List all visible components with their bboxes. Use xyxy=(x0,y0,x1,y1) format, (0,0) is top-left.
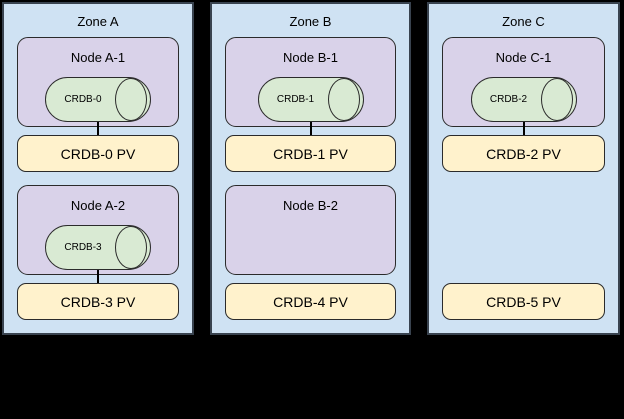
zone-b-title: Zone B xyxy=(289,14,332,29)
crdb-2-pv-box: CRDB-2 PV xyxy=(442,135,605,172)
cylinder-end-ellipse xyxy=(115,78,147,121)
cylinder-end-ellipse xyxy=(327,78,360,121)
pod-pv-connector xyxy=(97,270,99,284)
crdb-2-pod-label: CRDB-2 xyxy=(489,94,528,105)
cylinder-end-ellipse xyxy=(540,78,573,121)
zone-b-container: Zone B Node B-1 CRDB-1 CRDB-1 PV Node B-… xyxy=(210,2,411,335)
zone-c-container: Zone C Node C-1 CRDB-2 CRDB-2 PV CRDB-5 … xyxy=(427,2,620,335)
pod-pv-connector xyxy=(522,122,525,136)
pod-pv-connector xyxy=(97,122,99,136)
node-b2-title: Node B-2 xyxy=(283,198,338,213)
crdb-5-pv-box: CRDB-5 PV xyxy=(442,283,605,320)
zone-c-title: Zone C xyxy=(502,14,545,29)
node-c1-box: Node C-1 CRDB-2 xyxy=(442,37,605,127)
crdb-2-pod-cylinder: CRDB-2 xyxy=(470,77,577,122)
node-a1-title: Node A-1 xyxy=(70,50,126,65)
crdb-0-pv-box: CRDB-0 PV xyxy=(17,135,179,172)
node-a1-box: Node A-1 CRDB-0 xyxy=(17,37,179,127)
cylinder-end-ellipse xyxy=(115,226,147,269)
zone-a-container: Zone A Node A-1 CRDB-0 CRDB-0 PV Node A-… xyxy=(2,2,194,335)
node-a2-title: Node A-2 xyxy=(70,198,126,213)
crdb-3-pod-cylinder: CRDB-3 xyxy=(45,225,151,270)
crdb-0-pod-label: CRDB-0 xyxy=(64,94,102,105)
crdb-1-pod-cylinder: CRDB-1 xyxy=(257,77,364,122)
zone-a-title: Zone A xyxy=(77,14,119,29)
crdb-3-pod-label: CRDB-3 xyxy=(64,242,102,253)
crdb-1-pv-box: CRDB-1 PV xyxy=(225,135,396,172)
node-a2-box: Node A-2 CRDB-3 xyxy=(17,185,179,275)
crdb-1-pod-label: CRDB-1 xyxy=(276,94,315,105)
crdb-0-pod-cylinder: CRDB-0 xyxy=(45,77,151,122)
crdb-3-pv-box: CRDB-3 PV xyxy=(17,283,179,320)
pod-pv-connector xyxy=(309,122,312,136)
node-b2-box: Node B-2 xyxy=(225,185,396,275)
node-b1-title: Node B-1 xyxy=(283,50,338,65)
node-b1-box: Node B-1 CRDB-1 xyxy=(225,37,396,127)
crdb-4-pv-box: CRDB-4 PV xyxy=(225,283,396,320)
node-c1-title: Node C-1 xyxy=(495,50,552,65)
